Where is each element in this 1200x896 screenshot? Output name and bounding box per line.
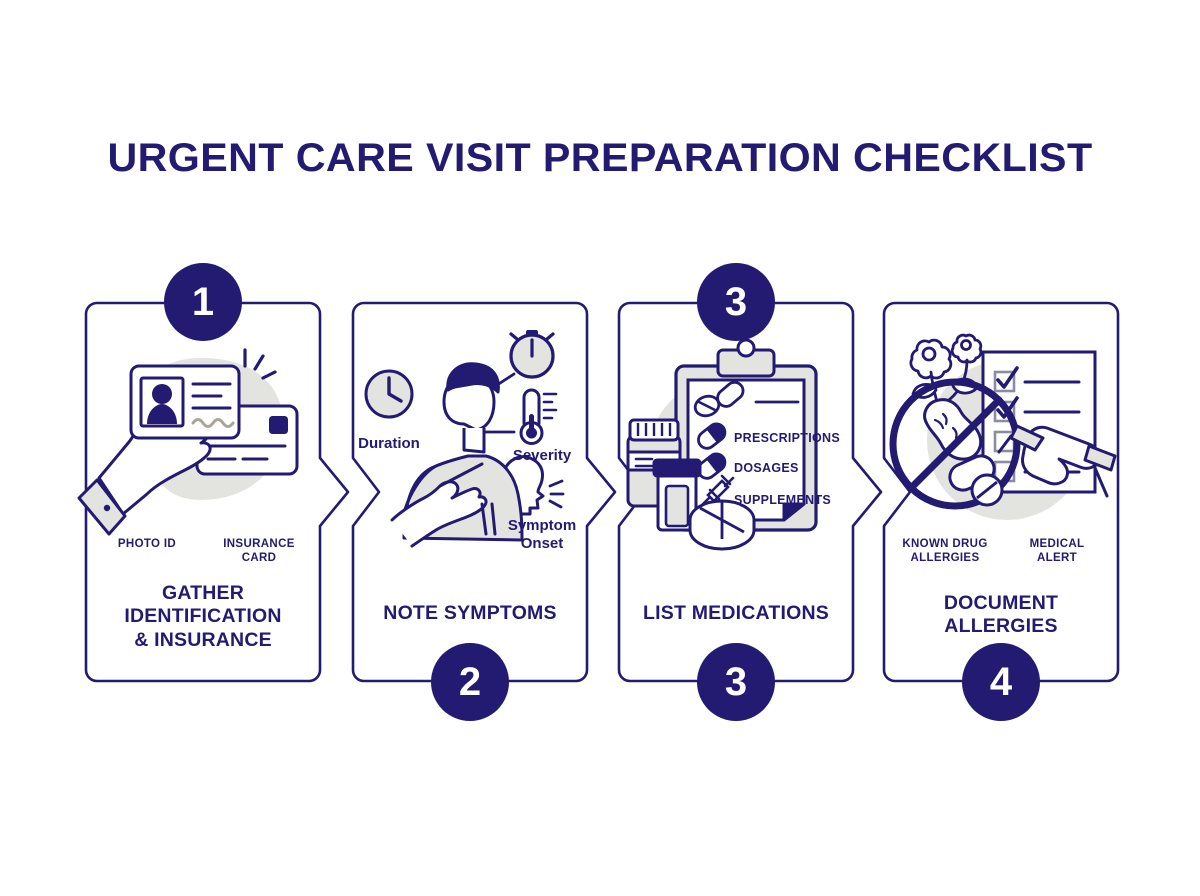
clipboard-label-supplements: SUPPLEMENTS [734,493,831,507]
step-badge-3-bottom: 3 [697,643,775,721]
card-2-title: NOTE SYMPTOMS [383,602,557,624]
card-4-sublabels: KNOWN DRUG ALLERGIES MEDICAL ALERT [887,538,1115,565]
hand-writing-pen-icon [997,424,1117,498]
step-card-1[interactable]: PHOTO ID INSURANCE CARD GATHER IDENTIFIC… [77,263,350,683]
clipboard-row-supplements: SUPPLEMENTS [697,474,831,510]
stopwatch-icon [509,330,555,379]
annotation-label-symptom-onset-1: Symptom [508,517,576,534]
peanut-icon [923,398,983,461]
card-1-illustration [77,328,321,558]
annotation-label-symptom-onset-2: Onset [521,535,564,552]
annotation-label-duration: Duration [358,435,420,452]
sublabel-insurance-card: INSURANCE CARD [223,538,295,564]
step-badge-3-top: 3 [697,263,775,341]
sparkle-icon [243,348,277,380]
prescription-bottle-icon [652,458,702,532]
step-badge-2: 2 [431,643,509,721]
tablet-icon [688,499,756,551]
thermometer-icon [519,388,558,445]
page-title: URGENT CARE VISIT PREPARATION CHECKLIST [107,136,1093,180]
card-4-illustration [883,328,1119,558]
clipboard-row-prescriptions: PRESCRIPTIONS [697,422,840,450]
card-4-title: DOCUMENT ALLERGIES [943,592,1059,638]
card-3-title: LIST MEDICATIONS [643,602,829,624]
sublabel-photo-id: PHOTO ID [117,538,177,550]
no-peanut-pill-prohibition-icon [889,378,1021,510]
sublabel-known-drug-allergies: KNOWN DRUG ALLERGIES [902,538,988,564]
clipboard-row-0 [693,380,800,418]
step-badge-4: 4 [962,643,1040,721]
clipboard-label-dosages: DOSAGES [734,461,799,475]
card-2-illustration: Duration Severity Symptom Onset [352,328,588,558]
card-3-illustration: PRESCRIPTIONS DOSAGES [618,328,854,558]
annotation-label-severity: Severity [513,447,572,464]
step-card-3[interactable]: PRESCRIPTIONS DOSAGES [617,263,883,721]
card-1-title: GATHER IDENTIFICATION & INSURANCE [124,582,282,651]
step-card-4[interactable]: KNOWN DRUG ALLERGIES MEDICAL ALERT DOCUM… [882,301,1120,721]
step-badge-1: 1 [164,263,242,341]
card-1-sublabels: PHOTO ID INSURANCE CARD [89,538,317,565]
clipboard-label-prescriptions: PRESCRIPTIONS [734,431,840,445]
photo-id-card-icon [129,364,241,440]
checkbox-row-1 [993,366,1081,393]
clock-icon [364,369,414,419]
step-card-2[interactable]: Duration Severity Symptom Onset NOTE SYM… [351,301,617,721]
tablet-small-icon [970,473,1004,507]
sublabel-medical-alert: MEDICAL ALERT [1029,538,1085,564]
person-pointing-icon [390,362,524,548]
talking-head-icon [502,455,565,516]
